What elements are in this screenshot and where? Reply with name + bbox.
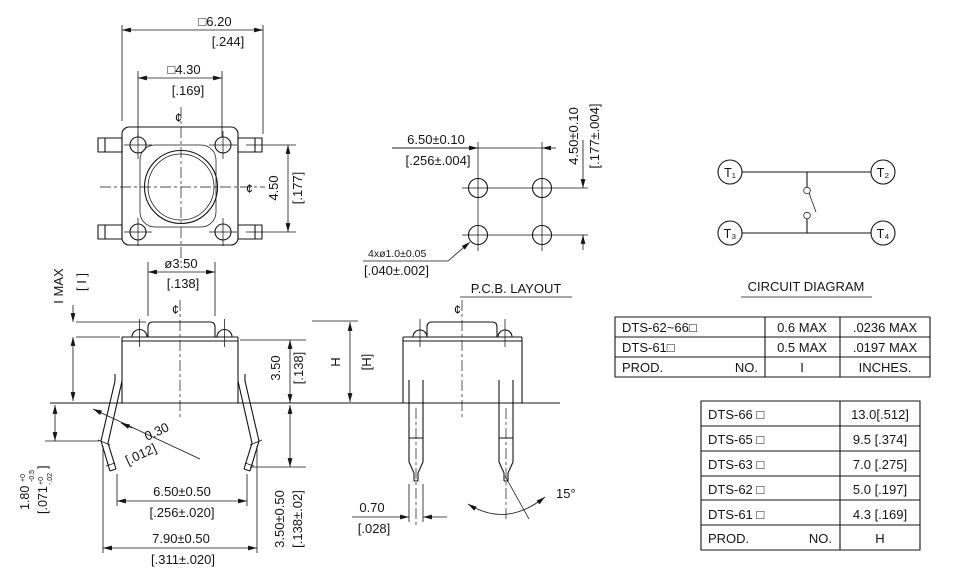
circuit-diagram-title: CIRCUIT DIAGRAM (748, 279, 865, 294)
dim-mm: □4.30 (167, 62, 200, 77)
dim-leg-span: 6.50±0.50 [.256±.020] (116, 474, 248, 520)
pcb-layout: 6.50±0.10 [.256±.004] 4.50±0.10 [.177±.0… (363, 104, 602, 298)
terminal-t3-label: T₃ (724, 227, 737, 241)
dim-inch: [ I ] (74, 273, 89, 291)
terminal-t2-label: T₂ (877, 166, 890, 180)
dim-inch: [.244] (212, 34, 245, 49)
top-view: ¢ ¢ □6.20 [.244] □4.30 [.169] 4.50 [.177… (97, 14, 305, 263)
dim-mm: 1.80 (18, 486, 32, 510)
dim-mm: I MAX (51, 268, 66, 304)
table-cell: DTS-66 □ (708, 407, 764, 422)
dim-leg-length: 3.50±0.50 [.138±.02] (250, 405, 306, 548)
table-cell: 4.3 [.169] (853, 507, 907, 522)
dim-mm: 0.30 (142, 419, 171, 443)
dim-mm: 4.50±0.10 (566, 107, 581, 165)
dim-hole-pitch-horizontal: 6.50±0.10 [.256±.004] (392, 132, 556, 168)
dim-tol-minus: -0.5 (29, 470, 36, 482)
centerline-icon: ¢ (454, 303, 461, 317)
dim-mm: ø3.50 (164, 256, 197, 271)
dim-leg-width: 0.70 [.028] (352, 484, 447, 536)
circuit-diagram: T₁ T₂ T₃ T₄ CIRCUIT DIAGRAM (717, 159, 896, 298)
dim-bend-angle: 15° (467, 475, 576, 520)
straight-legs (408, 380, 514, 525)
table-footer-prod: PROD. (708, 531, 749, 546)
dim-button-diameter: ø3.50 [.138] (147, 256, 216, 316)
table-cell: DTS-62~66□ (622, 320, 697, 335)
dim-inch-close: ] (36, 466, 50, 469)
dim-outer-span: 7.90±0.50 [.311±.020] (102, 446, 258, 567)
dim-mm: 4xø1.0±0.05 (368, 248, 426, 260)
dim-total-height: H [H] (312, 320, 374, 402)
table-footer-dim: I (800, 360, 804, 375)
table-cell: DTS-63 □ (708, 457, 764, 472)
dim-mm: 7.90±0.50 (152, 531, 210, 546)
table-footer-no: NO. (809, 531, 832, 546)
dim-inch: [.256±.020] (150, 505, 215, 520)
centerline-icon: ¢ (172, 303, 179, 317)
table-cell: DTS-61 □ (708, 507, 764, 522)
table-cell: 9.5 [.374] (853, 432, 907, 447)
dim-inch: [.169] (172, 83, 205, 98)
dim-inch-tol-plus: +0 (38, 477, 45, 485)
dim-mm: H (328, 357, 343, 366)
dim-mm: 3.50 (268, 355, 283, 380)
dim-mm: 6.50±0.10 (407, 132, 465, 147)
angle-label: 15° (556, 486, 576, 501)
dim-inch: [.177] (290, 172, 305, 205)
dim-mm: 0.70 (359, 500, 384, 515)
table-cell: DTS-61□ (622, 340, 675, 355)
spec-table-height: DTS-66 □ 13.0[.512] DTS-65 □ 9.5 [.374] … (700, 400, 921, 551)
dim-inch-tol-minus: -.02 (47, 473, 54, 485)
dim-mm: 6.50±0.50 (153, 484, 211, 499)
table-footer-dim: H (875, 531, 884, 546)
corner-pin-icon (124, 131, 237, 246)
centerline-icon: ¢ (246, 182, 253, 196)
table-cell: 0.6 MAX (777, 320, 827, 335)
dim-inch: [.028] (358, 521, 391, 536)
dim-inch: [.012] (123, 440, 159, 467)
table-cell: 0.5 MAX (777, 340, 827, 355)
dim-mm: 4.50 (266, 175, 281, 200)
side-view: ¢ H [H] 0.70 [.028] 15° (312, 300, 576, 536)
dim-inch: [.071 (36, 486, 50, 514)
dim-body-width: □6.20 [.244] (121, 14, 264, 134)
centerline-icon: ¢ (175, 111, 182, 125)
terminal-t1-label: T₁ (724, 166, 736, 180)
dim-standoff: 1.80 +0 -0.5 [.071 +0 -.02 ] (18, 405, 99, 514)
front-view: ø3.50 [.138] ¢ I MAX [ I ] (18, 256, 560, 567)
table-footer-prod: PROD. (622, 360, 663, 375)
dim-mm: 3.50±0.50 (272, 490, 287, 548)
dim-inch: [.138±.02] (290, 490, 305, 548)
dim-hole-pitch-vertical: 4.50±0.10 [.177±.004] (566, 104, 602, 250)
table-cell: 5.0 [.197] (853, 482, 907, 497)
table-cell: .0197 MAX (853, 340, 918, 355)
table-cell: 7.0 [.275] (853, 457, 907, 472)
table-cell: DTS-65 □ (708, 432, 764, 447)
table-cell: 13.0[.512] (851, 407, 909, 422)
table-footer-no: NO. (735, 360, 758, 375)
table-cell: .0236 MAX (853, 320, 918, 335)
dim-inch: [.138] (291, 352, 306, 385)
dim-inch: [.311±.020] (151, 552, 215, 567)
dim-inner-width: □4.30 [.169] (137, 62, 223, 137)
dim-body-height: 3.50 [.138] (240, 339, 306, 403)
dim-hole-size: 4xø1.0±0.05 [.040±.002] (363, 241, 471, 278)
dim-mm: □6.20 (198, 14, 231, 29)
dim-inch: [.177±.004] (587, 104, 602, 169)
dim-inch: [.040±.002] (364, 263, 429, 278)
dim-stem-height: I MAX [ I ] (51, 268, 146, 401)
pcb-layout-title: P.C.B. LAYOUT (471, 281, 562, 296)
dim-inch: [.256±.004] (406, 153, 471, 168)
bent-legs (97, 374, 263, 472)
dim-inch: [H] (359, 354, 374, 371)
spec-table-travel: DTS-62~66□ 0.6 MAX .0236 MAX DTS-61□ 0.5… (614, 316, 931, 378)
dim-pin-pitch-vertical: 4.50 [.177] (246, 144, 305, 233)
terminal-t4-label: T₄ (877, 227, 890, 241)
table-footer-unit: INCHES. (859, 360, 912, 375)
dim-inch: [.138] (167, 276, 200, 291)
dim-tol-plus: +0 (20, 474, 27, 482)
table-cell: DTS-62 □ (708, 482, 764, 497)
